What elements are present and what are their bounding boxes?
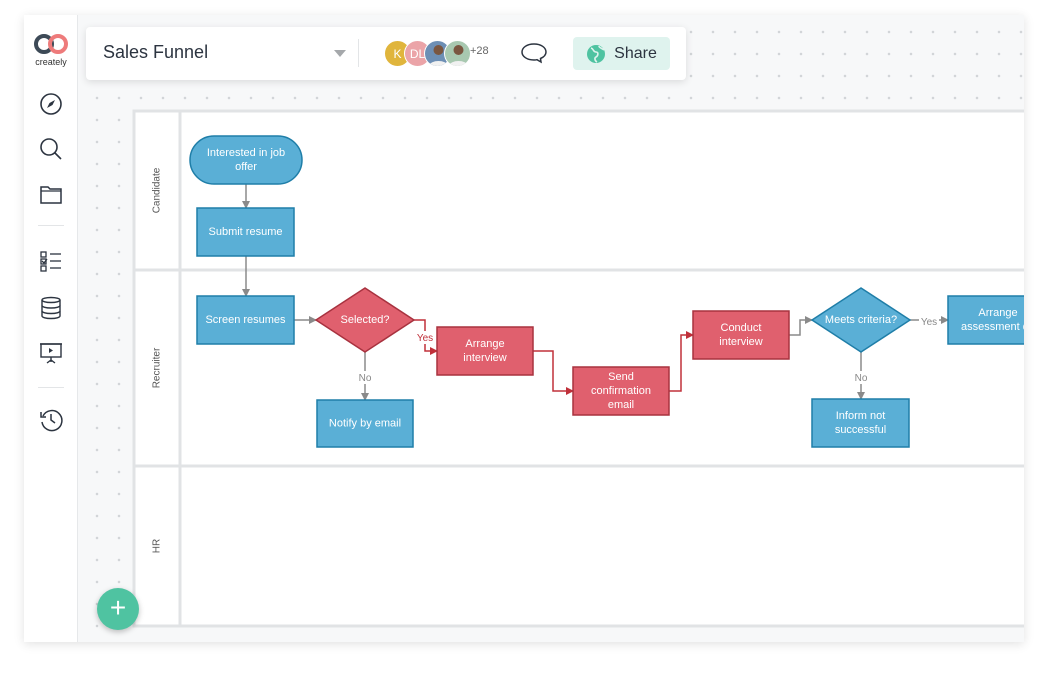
node-label: successful	[835, 424, 886, 436]
avatar[interactable]	[444, 40, 471, 67]
share-button[interactable]: Share	[573, 37, 670, 70]
lane-label: HR	[152, 539, 163, 553]
divider	[38, 225, 64, 226]
connector-label: No	[359, 373, 372, 384]
compass-icon[interactable]	[37, 90, 65, 118]
node-label: confirmation	[591, 385, 651, 397]
add-button[interactable]: +	[97, 588, 139, 630]
node-label: email	[608, 399, 634, 411]
node-label: Conduct	[721, 322, 762, 334]
node-label: offer	[235, 161, 257, 173]
connector[interactable]	[789, 316, 813, 336]
connector[interactable]	[533, 350, 574, 395]
node-label: Selected?	[341, 314, 390, 326]
node-label: Submit resume	[209, 226, 283, 238]
connector-label: No	[855, 373, 868, 384]
node-label: interview	[719, 336, 762, 348]
connector-label: Yes	[417, 333, 433, 344]
checklist-icon[interactable]	[37, 248, 65, 276]
creately-logo-icon[interactable]	[33, 33, 69, 60]
node-label: Notify by email	[329, 417, 401, 429]
divider	[358, 39, 359, 67]
node-process[interactable]: Send confirmation email	[572, 366, 670, 416]
node-label: assessment da	[961, 321, 1036, 333]
node-process[interactable]: Notify by email	[316, 399, 414, 448]
node-label: Screen resumes	[205, 314, 286, 326]
swimlane[interactable]	[132, 464, 1048, 628]
history-icon[interactable]	[37, 406, 65, 434]
connector[interactable]	[669, 331, 694, 392]
node-terminator[interactable]: Interested in job offer	[189, 135, 303, 185]
comment-icon[interactable]	[520, 41, 548, 70]
node-label: interview	[463, 352, 506, 364]
node-decision[interactable]: Selected?	[314, 287, 416, 353]
node-process[interactable]: Arrange interview	[436, 326, 534, 376]
node-process[interactable]: Submit resume	[196, 207, 295, 257]
document-title[interactable]: Sales Funnel	[103, 42, 209, 62]
node-process[interactable]: Inform not successful	[811, 398, 910, 448]
connector-label: Yes	[921, 317, 937, 328]
sidebar: creately	[24, 15, 78, 642]
node-label: Arrange	[978, 307, 1017, 319]
node-decision[interactable]: Meets criteria?	[810, 287, 912, 353]
globe-icon	[587, 44, 606, 63]
node-process[interactable]: Screen resumes	[196, 295, 295, 345]
more-collaborators-count[interactable]: +28	[470, 45, 489, 57]
folder-icon[interactable]	[37, 180, 65, 208]
lane-label: Recruiter	[152, 347, 163, 388]
node-label: Interested in job	[207, 147, 285, 159]
search-icon[interactable]	[37, 135, 65, 163]
node-label: Inform not	[836, 410, 886, 422]
node-label: Send	[608, 371, 634, 383]
share-label: Share	[614, 44, 657, 62]
lane-label: Candidate	[152, 167, 163, 213]
divider	[38, 387, 64, 388]
node-label: Meets criteria?	[825, 314, 897, 326]
database-icon[interactable]	[37, 294, 65, 322]
logo-text: creately	[35, 57, 67, 67]
chevron-down-icon[interactable]	[334, 50, 346, 57]
node-label: Arrange	[465, 338, 504, 350]
node-process[interactable]: Arrange assessment da	[947, 295, 1048, 345]
node-process[interactable]: Conduct interview	[692, 310, 790, 360]
presentation-icon[interactable]	[37, 339, 65, 367]
